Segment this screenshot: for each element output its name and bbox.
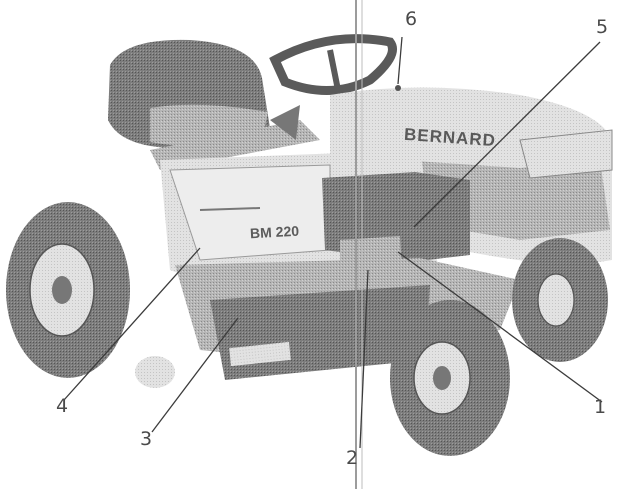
- leader-line-5: [413, 41, 601, 228]
- leader-line-3: [151, 317, 239, 433]
- model-label: BM 220: [249, 222, 300, 242]
- front-wheel-right: [390, 300, 510, 456]
- callout-number-5: 5: [596, 16, 609, 38]
- front-wheel-left: [512, 238, 608, 362]
- callout-number-2: 2: [346, 447, 359, 469]
- callout-number-6: 6: [405, 8, 418, 30]
- leader-line-1: [397, 251, 603, 403]
- leader-line-2: [359, 269, 369, 449]
- leader-line-6: [397, 36, 403, 85]
- callout-number-1: 1: [594, 396, 607, 418]
- callout-number-4: 4: [56, 395, 69, 417]
- leader-line-4: [63, 247, 201, 401]
- seat-frame: [150, 105, 320, 170]
- callout-number-3: 3: [140, 428, 153, 450]
- callout-target-6: [395, 85, 401, 91]
- rear-wheel: [6, 202, 130, 378]
